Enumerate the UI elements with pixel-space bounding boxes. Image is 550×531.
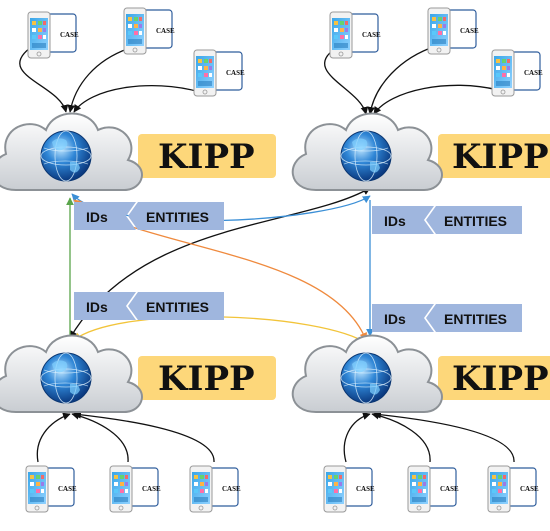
case-label: CASE — [222, 485, 241, 493]
device-phone: CASE — [109, 465, 161, 513]
device-phone: CASE — [25, 465, 77, 513]
tag-ids: IDs — [86, 299, 108, 315]
tag-bottom-right: IDs ENTITIES — [372, 301, 522, 335]
tag-top-left: IDs ENTITIES — [74, 199, 224, 233]
kipp-label: KIPP — [452, 137, 549, 177]
case-label: CASE — [440, 485, 459, 493]
kipp-label: KIPP — [452, 359, 549, 399]
tag-bottom-left: IDs ENTITIES — [74, 289, 224, 323]
device-phone: CASE — [407, 465, 459, 513]
device-phone: CASE — [487, 465, 539, 513]
tag-entities: ENTITIES — [146, 299, 209, 315]
device-phone: CASE — [329, 11, 381, 59]
device-phone: CASE — [323, 465, 375, 513]
tag-entities: ENTITIES — [444, 311, 507, 327]
case-label: CASE — [156, 27, 175, 35]
tag-ids: IDs — [86, 209, 108, 225]
case-label: CASE — [60, 31, 79, 39]
device-phone: CASE — [189, 465, 241, 513]
kipp-node-bottom-right: KIPP — [291, 334, 550, 413]
kipp-node-top-right: KIPP — [291, 112, 550, 191]
case-label: CASE — [356, 485, 375, 493]
device-phone: CASE — [27, 11, 79, 59]
tag-ids: IDs — [384, 311, 406, 327]
case-label: CASE — [142, 485, 161, 493]
bottom-left-device-arrows — [36, 410, 215, 463]
device-phone: CASE — [193, 49, 245, 97]
case-label: CASE — [58, 485, 77, 493]
bottom-right-device-arrows — [343, 410, 515, 463]
top-left-device-arrows — [19, 47, 201, 113]
device-phone: CASE — [427, 7, 479, 55]
case-label: CASE — [520, 485, 539, 493]
arrow-yellow-bottom-link — [73, 316, 369, 345]
kipp-label: KIPP — [158, 137, 255, 177]
kipp-node-top-left: KIPP — [0, 112, 277, 191]
tag-ids: IDs — [384, 213, 406, 229]
case-label: CASE — [226, 69, 245, 77]
top-right-device-arrows — [324, 45, 499, 115]
device-phone: CASE — [491, 49, 543, 97]
case-label: CASE — [524, 69, 543, 77]
tag-top-right: IDs ENTITIES — [372, 203, 522, 237]
kipp-node-bottom-left: KIPP — [0, 334, 277, 413]
case-label: CASE — [362, 31, 381, 39]
device-phone: CASE — [123, 7, 175, 55]
tag-entities: ENTITIES — [444, 213, 507, 229]
tag-entities: ENTITIES — [146, 209, 209, 225]
kipp-label: KIPP — [158, 359, 255, 399]
case-label: CASE — [460, 27, 479, 35]
